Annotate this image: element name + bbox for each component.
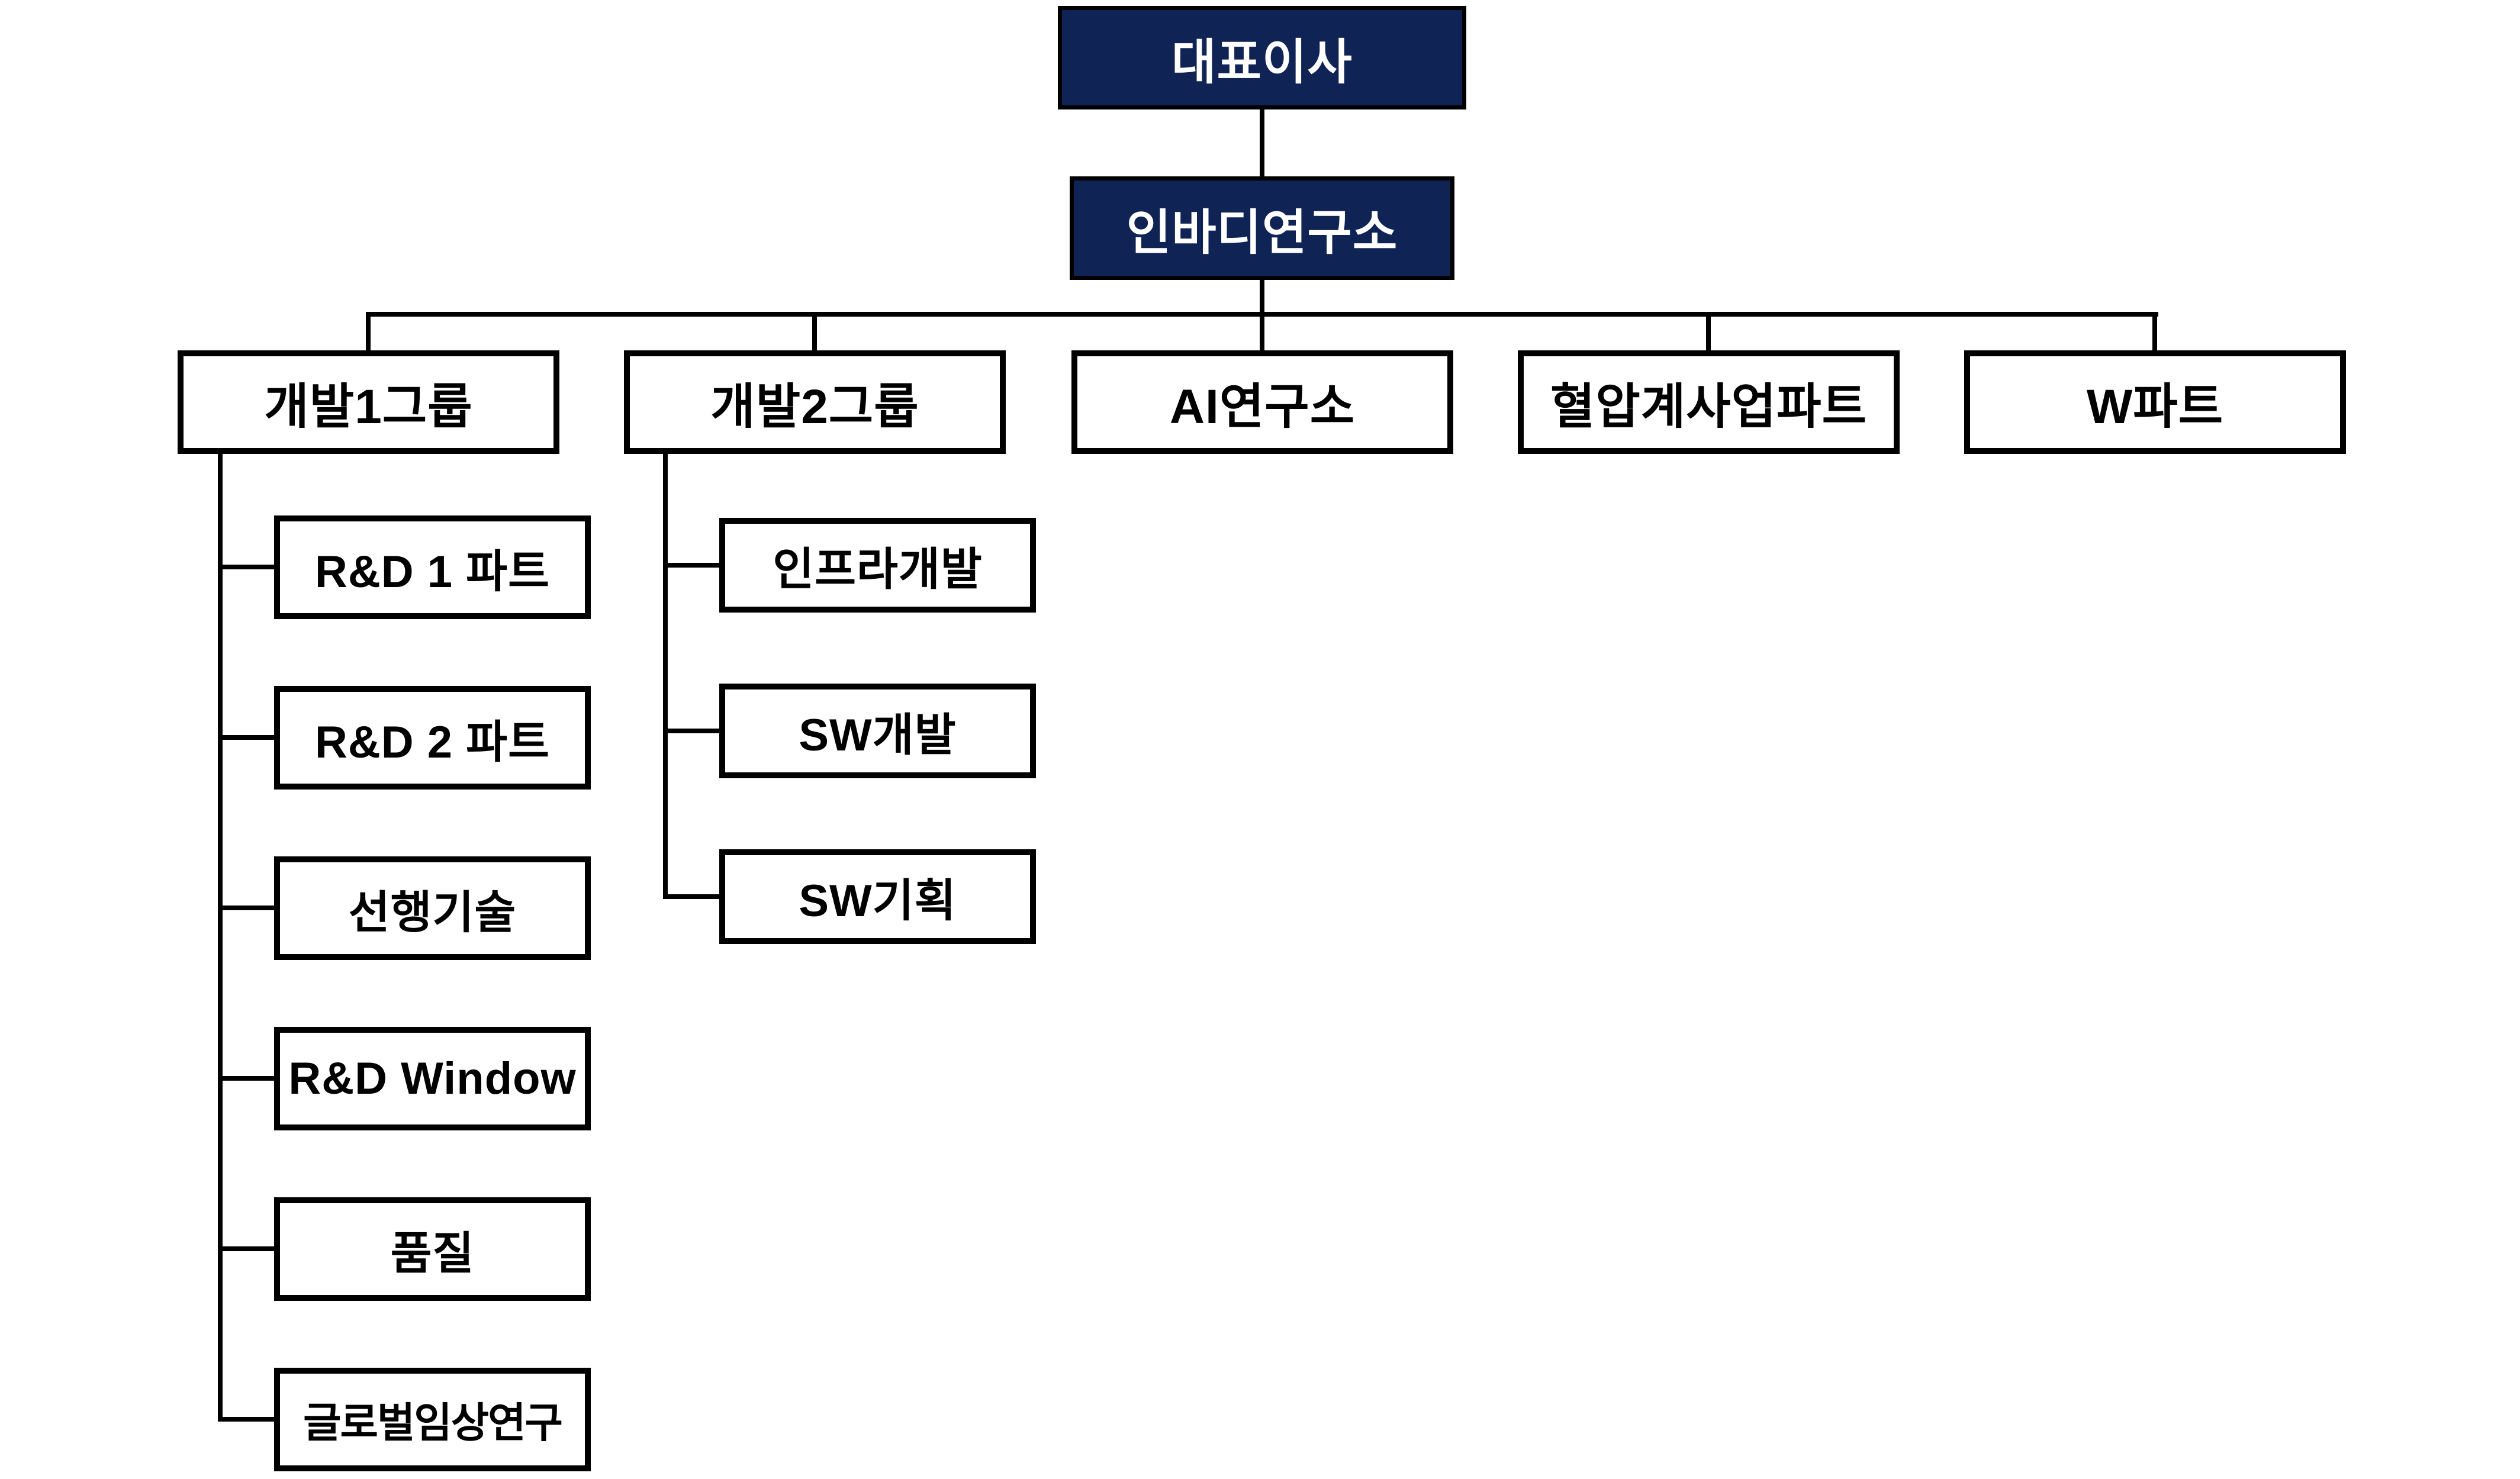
org-node-ceo: 대표이사 [1058, 6, 1466, 109]
connector-stub-global-clinical [218, 1417, 279, 1422]
connector-institute-bus [1260, 279, 1264, 315]
connector-trunk-dev2 [663, 452, 668, 899]
org-node-global-clinical-research: 글로벌임상연구 [274, 1368, 591, 1471]
connector-stub-dev1 [366, 312, 371, 356]
org-node-dev1-group: 개발1그룹 [178, 350, 559, 454]
connector-stub-bp-part [1706, 312, 1711, 356]
org-node-bp-business-part: 혈압계사업파트 [1518, 350, 1900, 454]
connector-stub-rnd-window [218, 1076, 279, 1081]
org-node-ai-lab: AI연구소 [1071, 350, 1453, 454]
org-node-infra-dev: 인프라개발 [719, 518, 1036, 613]
org-node-w-part: W파트 [1964, 350, 2346, 454]
connector-ceo-institute [1260, 108, 1264, 179]
connector-stub-rnd2 [218, 735, 279, 740]
org-node-rnd-2-part: R&D 2 파트 [274, 686, 591, 790]
connector-stub-rnd1 [218, 565, 279, 569]
org-node-rnd-window: R&D Window [274, 1027, 591, 1130]
connector-stub-sw-planning [663, 894, 724, 899]
org-node-sw-planning: SW기획 [719, 849, 1036, 944]
connector-stub-advanced-tech [218, 906, 279, 910]
org-node-rnd-1-part: R&D 1 파트 [274, 515, 591, 619]
connector-stub-infra-dev [663, 563, 724, 568]
connector-stub-quality [218, 1246, 279, 1251]
connector-stub-sw-dev [663, 729, 724, 733]
connector-stub-dev2 [812, 312, 817, 356]
org-node-sw-dev: SW개발 [719, 684, 1036, 778]
connector-stub-w-part [2152, 312, 2157, 356]
org-node-advanced-tech: 선행기술 [274, 856, 591, 960]
connector-stub-ai-lab [1260, 312, 1264, 356]
connector-trunk-dev1 [218, 452, 223, 1422]
org-node-dev2-group: 개발2그룹 [624, 350, 1006, 454]
org-node-inbody-lab: 인바디연구소 [1070, 176, 1454, 280]
org-node-quality: 품질 [274, 1197, 591, 1301]
